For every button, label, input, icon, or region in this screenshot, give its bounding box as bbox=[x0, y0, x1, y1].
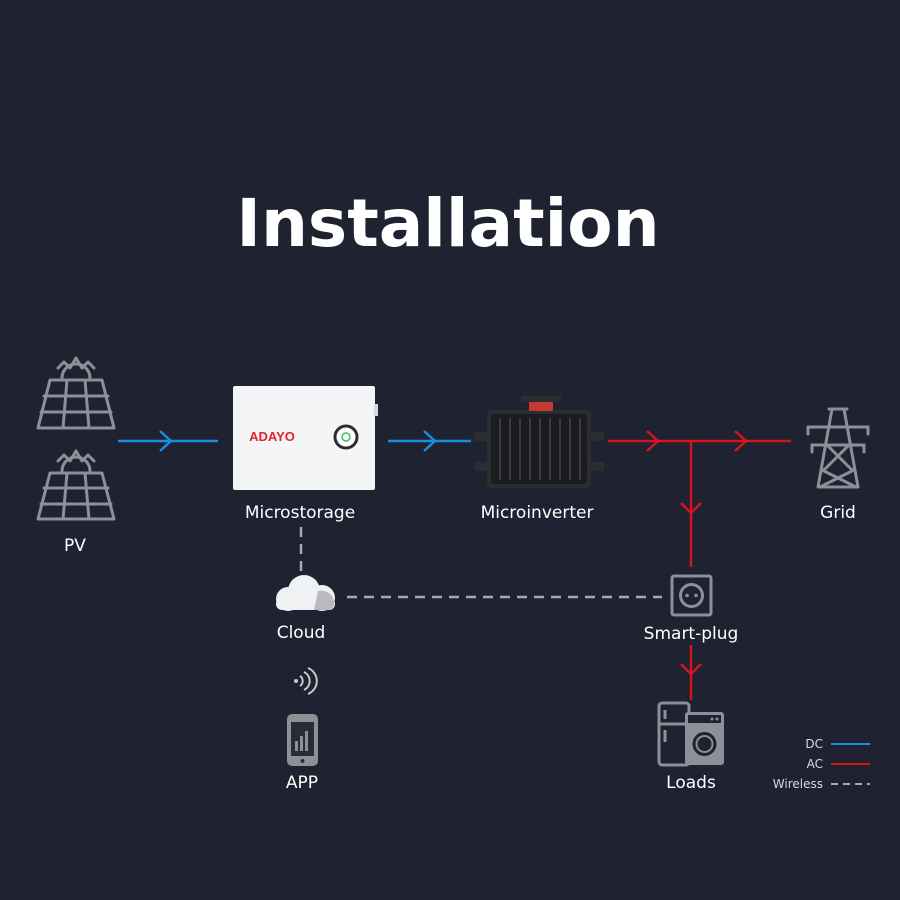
cloud-icon bbox=[276, 575, 335, 611]
legend-item-ac: AC bbox=[807, 757, 870, 771]
smart-plug-label: Smart-plug bbox=[644, 624, 739, 644]
dc-link-pv-microstorage bbox=[118, 430, 218, 452]
microinverter-label: Microinverter bbox=[481, 503, 594, 523]
solar-panel-icon bbox=[36, 356, 116, 430]
legend: DC AC Wireless bbox=[773, 737, 870, 791]
washing-machine-icon bbox=[685, 712, 724, 765]
app-label: APP bbox=[286, 773, 318, 793]
cloud-label: Cloud bbox=[277, 623, 326, 643]
solar-panel-icon bbox=[36, 449, 116, 521]
ac-link-smart-plug-loads bbox=[680, 645, 702, 700]
fridge-icon bbox=[657, 701, 691, 767]
grid-node: Grid bbox=[806, 407, 870, 523]
microinverter-node: Microinverter bbox=[474, 396, 604, 523]
transmission-tower-icon bbox=[806, 407, 870, 489]
ac-link-branch-smart-plug bbox=[680, 441, 702, 567]
smart-plug-node: Smart-plug bbox=[644, 574, 739, 644]
ac-link-microinverter-grid bbox=[608, 430, 791, 452]
pv-node: PV bbox=[36, 356, 116, 556]
wall-socket-icon bbox=[670, 574, 713, 617]
microinverter-device-icon bbox=[474, 396, 604, 488]
loads-node: Loads bbox=[657, 701, 724, 793]
loads-label: Loads bbox=[666, 773, 716, 793]
dc-link-microstorage-microinverter bbox=[388, 430, 471, 452]
grid-label: Grid bbox=[820, 503, 856, 523]
legend-item-wireless: Wireless bbox=[773, 777, 870, 791]
svg-text:AC: AC bbox=[807, 757, 823, 771]
microstorage-device-icon: ADAYO bbox=[233, 386, 378, 490]
microstorage-brand: ADAYO bbox=[249, 429, 295, 444]
svg-text:Wireless: Wireless bbox=[773, 777, 823, 791]
smartphone-icon bbox=[287, 714, 318, 766]
page-title: Installation bbox=[236, 185, 659, 262]
microstorage-label: Microstorage bbox=[245, 503, 355, 523]
svg-text:DC: DC bbox=[805, 737, 823, 751]
legend-item-dc: DC bbox=[805, 737, 870, 751]
microstorage-node: ADAYO Microstorage bbox=[233, 386, 378, 523]
cloud-node: Cloud bbox=[276, 575, 335, 643]
wireless-signal-icon bbox=[294, 667, 318, 695]
pv-label: PV bbox=[64, 536, 86, 556]
app-node: APP bbox=[286, 714, 318, 793]
